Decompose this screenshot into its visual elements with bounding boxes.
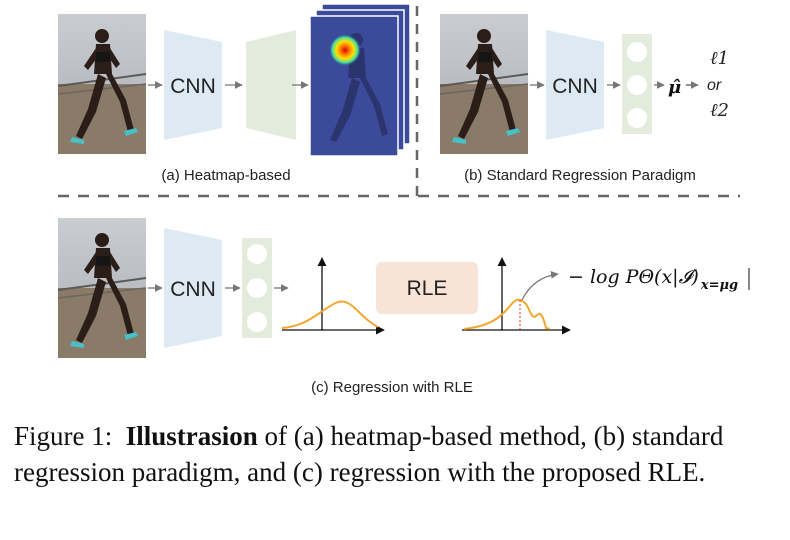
panel-c: CNN RLE − log PΘ(x|𝓘)x=μg (c) Regressi xyxy=(57,217,750,396)
caption-text: of (a) heatmap-based method, (b) standar… xyxy=(14,421,724,487)
learned-distribution-plot xyxy=(462,257,571,335)
caption-c: (c) Regression with RLE xyxy=(311,379,473,396)
caption-b: (b) Standard Regression Paradigm xyxy=(464,167,696,184)
fc-layer-c xyxy=(242,238,272,338)
figure-caption: Figure 1: Illustrasion of (a) heatmap-ba… xyxy=(14,418,779,490)
figure-prefix: Figure 1: xyxy=(14,421,113,451)
caption-bold-word: Illustrasion xyxy=(125,421,258,451)
decoder-block-a xyxy=(246,30,296,140)
gaussian-curve xyxy=(281,300,379,329)
formula-pointer-arrow xyxy=(521,271,559,301)
heatmap-peak xyxy=(329,34,361,66)
mu-hat: μ̂ xyxy=(668,77,681,98)
panel-a: CNN (a) Heatmap-based xyxy=(57,3,411,184)
figure-diagram: CNN (a) Heatmap-based CNN xyxy=(57,3,750,396)
input-image-c xyxy=(57,217,147,359)
rle-block xyxy=(376,262,478,314)
rle-label: RLE xyxy=(407,277,448,300)
gaussian-plot xyxy=(281,257,385,335)
heatmap-stack xyxy=(309,3,411,157)
input-image-a xyxy=(57,13,147,155)
loss-l2: ℓ2 xyxy=(710,100,729,121)
or-text: or xyxy=(707,77,722,94)
fc-layer-b xyxy=(622,34,652,134)
panel-b: CNN μ̂ ℓ1 or ℓ2 (b) Standard Regression … xyxy=(439,13,729,184)
caption-a: (a) Heatmap-based xyxy=(161,167,290,184)
cnn-block-c xyxy=(164,228,222,348)
cnn-label-c: CNN xyxy=(170,278,216,301)
cnn-block-b xyxy=(546,30,604,140)
cnn-block-a xyxy=(164,30,222,140)
learned-curve xyxy=(463,298,551,330)
cnn-label-b: CNN xyxy=(552,75,598,98)
cnn-label-a: CNN xyxy=(170,75,216,98)
loss-l1: ℓ1 xyxy=(710,48,729,69)
input-image-b xyxy=(439,13,529,155)
likelihood-formula: − log PΘ(x|𝓘)x=μg xyxy=(568,266,738,293)
